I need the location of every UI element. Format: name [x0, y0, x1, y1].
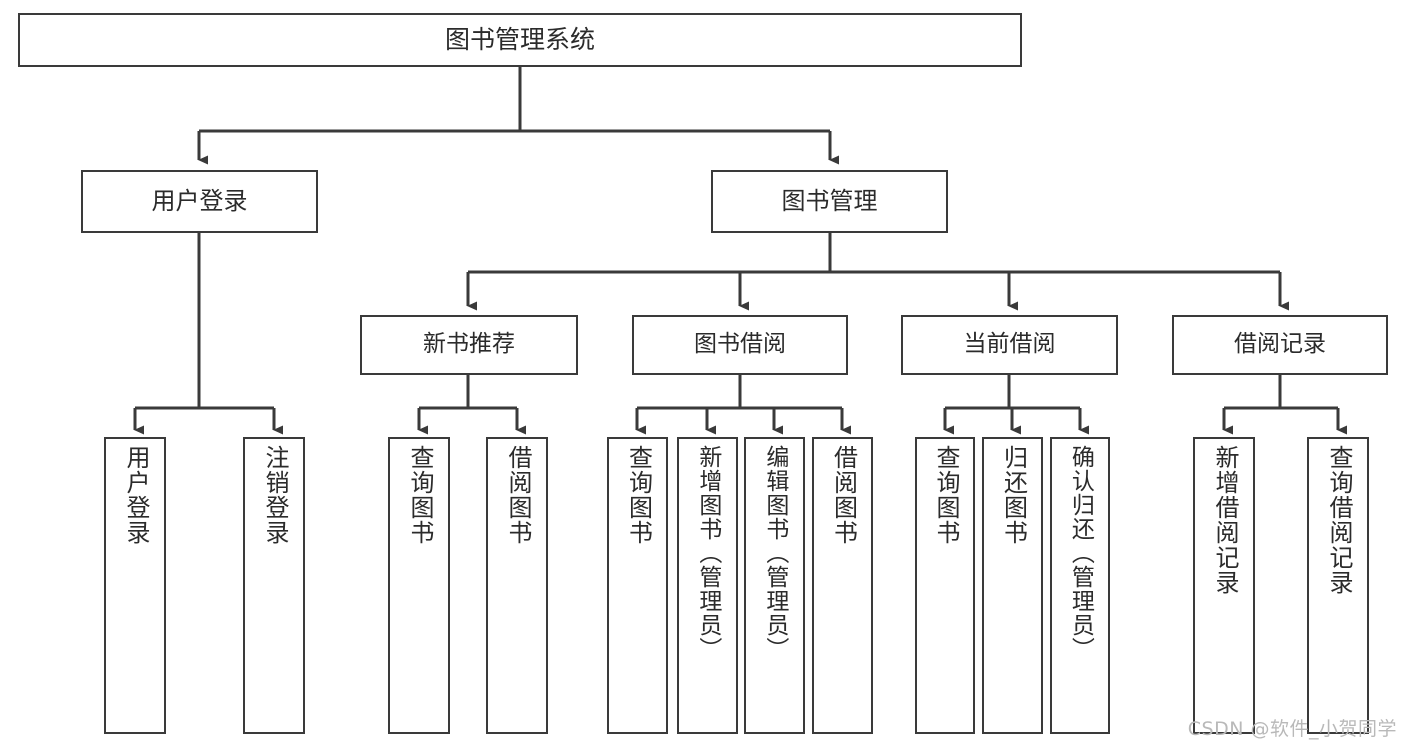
node-label: 新增借阅记录 [1210, 445, 1239, 595]
node-label: 查询图书 [931, 445, 960, 545]
leaf-query-book-recommend[interactable]: 查询图书 [388, 437, 450, 734]
node-borrow-record[interactable]: 借阅记录 [1172, 315, 1388, 375]
leaf-query-book-current[interactable]: 查询图书 [915, 437, 975, 734]
node-label: 新书推荐 [423, 331, 515, 358]
leaf-borrow-book[interactable]: 借阅图书 [812, 437, 873, 734]
node-user-login[interactable]: 用户登录 [81, 170, 318, 233]
node-label: 注销登录 [260, 445, 289, 545]
node-new-book-recommend[interactable]: 新书推荐 [360, 315, 578, 375]
node-book-borrow[interactable]: 图书借阅 [632, 315, 848, 375]
node-label: 图书管理 [781, 187, 878, 216]
node-label: 新增图书（管理员） [694, 445, 721, 661]
leaf-user-login[interactable]: 用户登录 [104, 437, 166, 734]
node-label: 图书借阅 [694, 331, 786, 358]
leaf-borrow-book-recommend[interactable]: 借阅图书 [486, 437, 548, 734]
leaf-logout[interactable]: 注销登录 [243, 437, 305, 734]
node-label: 用户登录 [151, 187, 248, 216]
node-label: 借阅图书 [829, 445, 858, 545]
node-label: 借阅图书 [503, 445, 532, 545]
leaf-confirm-return-admin[interactable]: 确认归还（管理员） [1050, 437, 1110, 734]
node-root-book-management-system[interactable]: 图书管理系统 [18, 13, 1022, 67]
node-label: 图书管理系统 [444, 25, 595, 55]
leaf-return-book[interactable]: 归还图书 [982, 437, 1043, 734]
node-label: 查询借阅记录 [1324, 445, 1353, 595]
leaf-query-book-borrow[interactable]: 查询图书 [607, 437, 668, 734]
node-label: 归还图书 [999, 445, 1028, 545]
node-label: 确认归还（管理员） [1067, 445, 1094, 661]
csdn-watermark: CSDN @软件_小贺同学 [1187, 718, 1397, 740]
leaf-add-borrow-record[interactable]: 新增借阅记录 [1193, 437, 1255, 734]
node-label: 编辑图书（管理员） [761, 445, 788, 661]
node-current-borrow[interactable]: 当前借阅 [901, 315, 1118, 375]
node-label: 用户登录 [121, 445, 150, 545]
node-label: 当前借阅 [963, 331, 1056, 358]
node-label: 查询图书 [624, 445, 653, 545]
leaf-add-book-admin[interactable]: 新增图书（管理员） [677, 437, 738, 734]
node-label: 借阅记录 [1234, 331, 1326, 358]
leaf-query-borrow-record[interactable]: 查询借阅记录 [1307, 437, 1369, 734]
node-label: 查询图书 [405, 445, 434, 545]
leaf-edit-book-admin[interactable]: 编辑图书（管理员） [744, 437, 805, 734]
node-book-management[interactable]: 图书管理 [711, 170, 948, 233]
